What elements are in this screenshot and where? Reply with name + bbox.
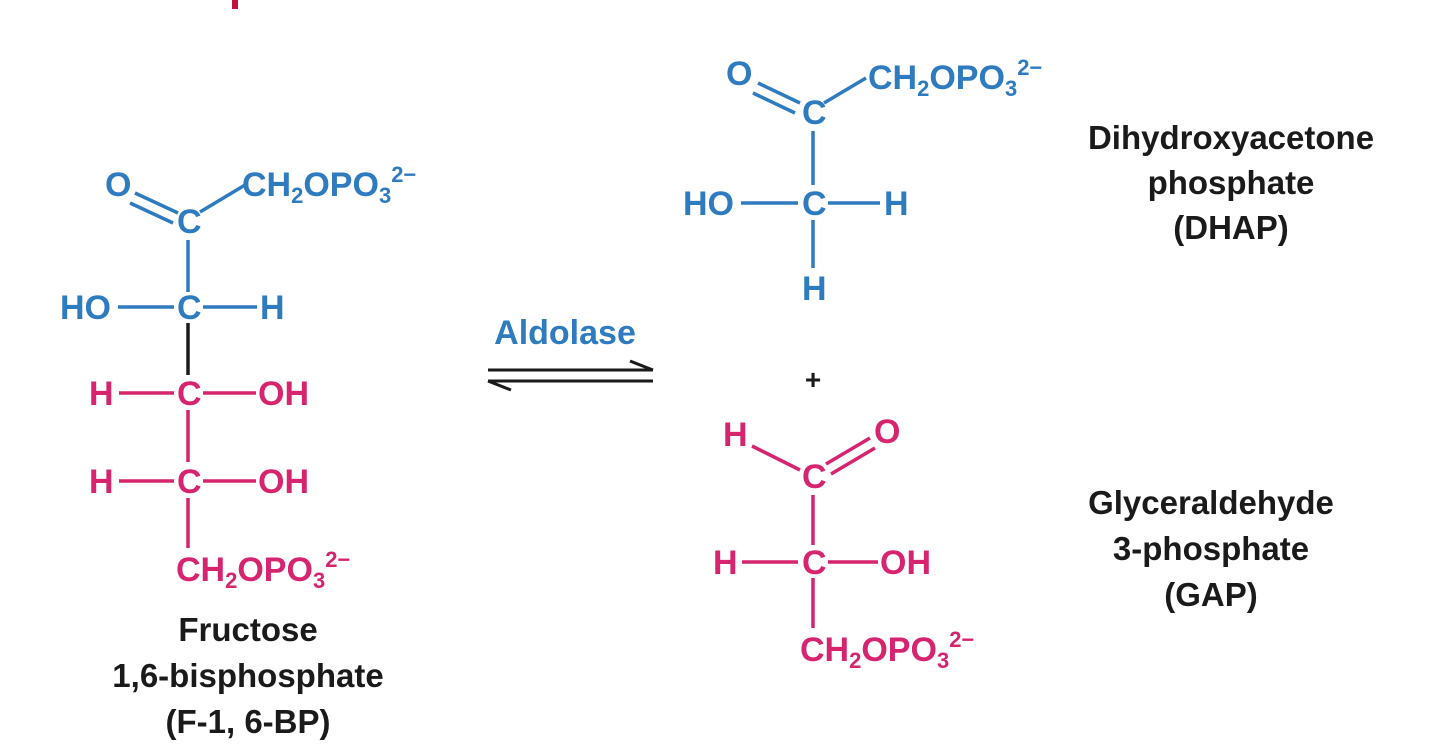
fructose-name-line1: Fructose (178, 611, 317, 648)
reverse-arrow-barb (487, 379, 512, 392)
dhap-structure: O C CH2OPO32− HO C H H Dihydroxyacetone … (683, 55, 1374, 308)
gap-h-top: H (723, 416, 748, 454)
fructose-blue-bonds (118, 183, 257, 309)
dhap-co-double-bond-1 (757, 81, 801, 105)
gap-sub3: 3 (937, 648, 949, 673)
dhap-name-line3: (DHAP) (1173, 209, 1288, 246)
fructose-top-sub3: 3 (379, 183, 391, 208)
fructose-bottom-sub3: 3 (313, 568, 325, 593)
fructose-ch2opo3-bottom: CH2OPO32− (176, 547, 350, 593)
enzyme-label: Aldolase (494, 314, 636, 352)
fructose-h3: H (89, 375, 114, 413)
dhap-c1: C (802, 94, 827, 132)
equilibrium-arrows: Aldolase (487, 314, 654, 392)
dhap-ch: CH (868, 59, 917, 97)
fructose-c4: C (177, 463, 202, 501)
dhap-sub2: 2 (917, 76, 929, 101)
gap-ch2opo3: CH2OPO32− (800, 627, 974, 673)
gap-opo: OPO (861, 631, 937, 669)
dhap-name-line2: phosphate (1148, 164, 1315, 201)
plus-sign: + (805, 364, 821, 395)
dhap-charge: 2− (1017, 55, 1042, 80)
fructose-oh3: OH (258, 375, 309, 413)
fructose-co-double-bond-2 (129, 201, 174, 225)
top-edge-mark (232, 0, 238, 9)
dhap-h-right: H (884, 185, 909, 223)
dhap-o: O (726, 55, 752, 93)
gap-sub2: 2 (849, 648, 861, 673)
fructose-c1-ch2-bond (199, 183, 246, 214)
fructose-magenta-bonds (119, 391, 256, 548)
fructose-bottom-opo: OPO (237, 551, 313, 589)
fructose-oh4: OH (258, 463, 309, 501)
fructose-top-sub2: 2 (291, 183, 303, 208)
gap-h-c1-bond (751, 444, 801, 472)
fructose-name-line2: 1,6-bisphosphate (112, 657, 383, 694)
fructose-top-opo: OPO (303, 166, 379, 204)
dhap-h-bottom: H (802, 270, 827, 308)
fructose-o: O (105, 166, 131, 204)
fructose-bottom-charge: 2− (325, 547, 350, 572)
arrow-lines (487, 359, 654, 392)
dhap-sub3: 3 (1005, 76, 1017, 101)
dhap-c1-ch2-bond (823, 76, 867, 105)
fructose-h4: H (89, 463, 114, 501)
fructose-name-line3: (F-1, 6-BP) (166, 703, 331, 740)
gap-h-left: H (713, 544, 738, 582)
gap-ch: CH (800, 631, 849, 669)
fructose-top-charge: 2− (391, 162, 416, 187)
fructose-c2: C (177, 289, 202, 327)
fructose-c1: C (177, 203, 202, 241)
fructose-ho: HO (60, 289, 111, 327)
dhap-c2: C (802, 185, 827, 223)
gap-structure: H O C H C OH CH2OPO32− Glyceraldehyde 3-… (713, 413, 1334, 673)
gap-name-line2: 3-phosphate (1113, 530, 1309, 567)
fructose-co-double-bond-1 (134, 191, 179, 215)
fructose-bottom-ch: CH (176, 551, 225, 589)
dhap-opo: OPO (929, 59, 1005, 97)
gap-name-line3: (GAP) (1164, 576, 1258, 613)
gap-co-double-bond-1 (825, 436, 871, 466)
dhap-name-line1: Dihydroxyacetone (1088, 119, 1374, 156)
forward-arrow-barb (629, 359, 654, 372)
gap-co-double-bond-2 (830, 446, 876, 476)
fructose-bottom-sub2: 2 (225, 568, 237, 593)
fructose-h2: H (260, 289, 285, 327)
gap-oh: OH (880, 544, 931, 582)
fructose-c3: C (177, 375, 202, 413)
fructose-ch2opo3-top: CH2OPO32− (242, 162, 416, 208)
gap-charge: 2− (949, 627, 974, 652)
fructose-structure: O C CH2OPO32− HO C H H C OH H C OH CH2OP… (60, 162, 416, 740)
dhap-co-double-bond-2 (752, 91, 796, 115)
gap-c2: C (802, 544, 827, 582)
gap-bonds (742, 436, 878, 628)
gap-name-line1: Glyceraldehyde (1088, 484, 1334, 521)
dhap-ho: HO (683, 185, 734, 223)
gap-c1: C (802, 458, 827, 496)
dhap-bonds (741, 76, 880, 268)
fructose-top-ch: CH (242, 166, 291, 204)
gap-o: O (874, 413, 900, 451)
dhap-ch2opo3: CH2OPO32− (868, 55, 1042, 101)
